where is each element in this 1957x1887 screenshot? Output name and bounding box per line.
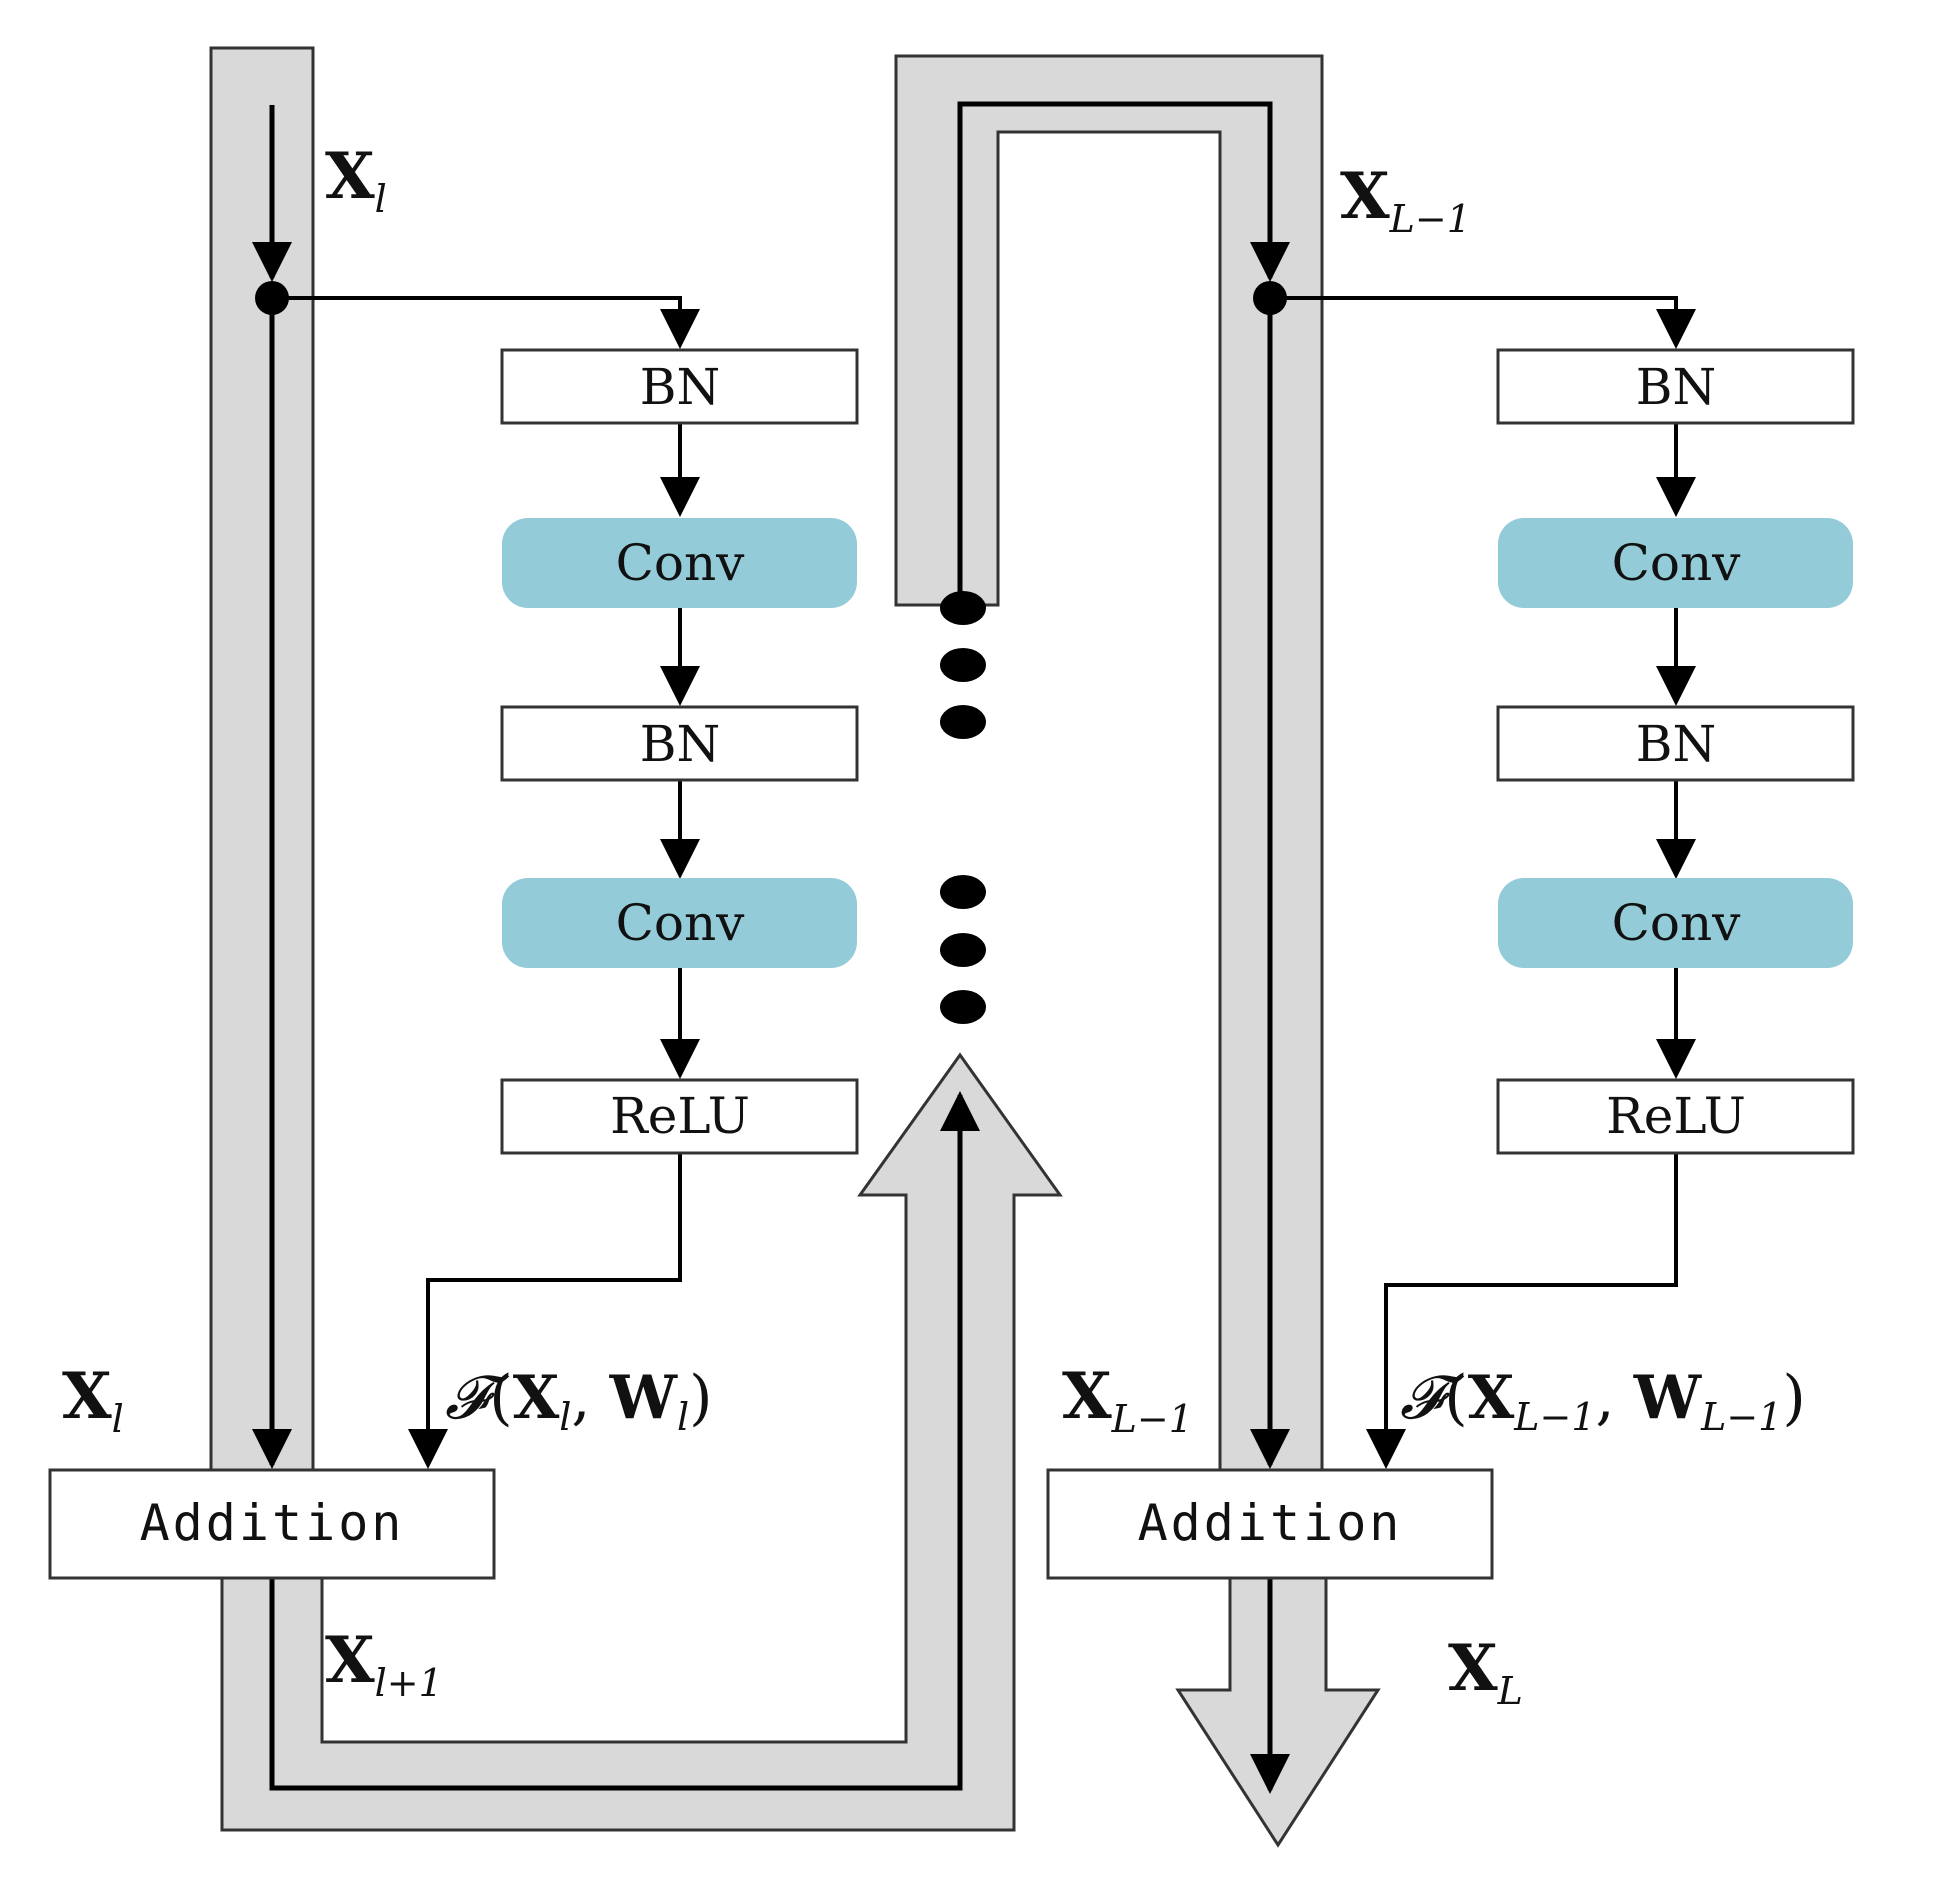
left-skip-label: Xl [62, 1359, 124, 1441]
left-residual-line [408, 1152, 682, 1469]
left-addition-box: Addition [48, 1468, 496, 1580]
right-residual-label: 𝓕(XL−1, WL−1) [1400, 1363, 1806, 1439]
left-layer-conv-2-label: Conv [616, 894, 746, 952]
right-layer-conv-2-label: Conv [1612, 894, 1742, 952]
right-addition-box: Addition [1046, 1468, 1494, 1580]
right-layer-bn-2: BN [1496, 705, 1855, 782]
top-band-line [957, 101, 1290, 605]
right-residual-line [1366, 1152, 1678, 1469]
left-layer-bn-2: BN [500, 705, 859, 782]
left-output-label: Xl+1 [325, 1623, 443, 1705]
right-layer-relu-label: ReLU [1606, 1087, 1746, 1145]
right-input-label: XL−1 [1340, 159, 1471, 241]
left-layer-bn-1-label: BN [640, 358, 721, 416]
top-skip-band [894, 54, 1381, 1848]
left-branch-line [272, 296, 700, 349]
left-layer-bn-2-label: BN [640, 715, 721, 773]
right-layer-bn-1: BN [1496, 348, 1855, 425]
left-layer-relu-label: ReLU [610, 1087, 750, 1145]
right-layer-bn-1-label: BN [1636, 358, 1717, 416]
ellipsis-dots [940, 591, 986, 1024]
left-output-line [269, 1091, 980, 1791]
left-layer-bn-1: BN [500, 348, 859, 425]
right-layer-conv-1-label: Conv [1612, 534, 1742, 592]
right-addition-label: Addition [1138, 1494, 1403, 1552]
left-layer-relu: ReLU [500, 1078, 859, 1155]
right-layer-relu: ReLU [1496, 1078, 1855, 1155]
right-layer-conv-2: Conv [1498, 878, 1853, 968]
right-layer-bn-2-label: BN [1636, 715, 1717, 773]
left-residual-label: 𝓕(Xl, Wl) [445, 1363, 713, 1439]
left-layer-conv-1-label: Conv [616, 534, 746, 592]
right-skip-label: XL−1 [1062, 1359, 1193, 1441]
right-output-label: XL [1448, 1631, 1523, 1713]
right-branch-line [1270, 296, 1696, 349]
right-layer-conv-1: Conv [1498, 518, 1853, 608]
left-layer-conv-1: Conv [502, 518, 857, 608]
left-input-label: Xl [325, 139, 387, 221]
left-addition-label: Addition [140, 1494, 405, 1552]
left-layer-conv-2: Conv [502, 878, 857, 968]
